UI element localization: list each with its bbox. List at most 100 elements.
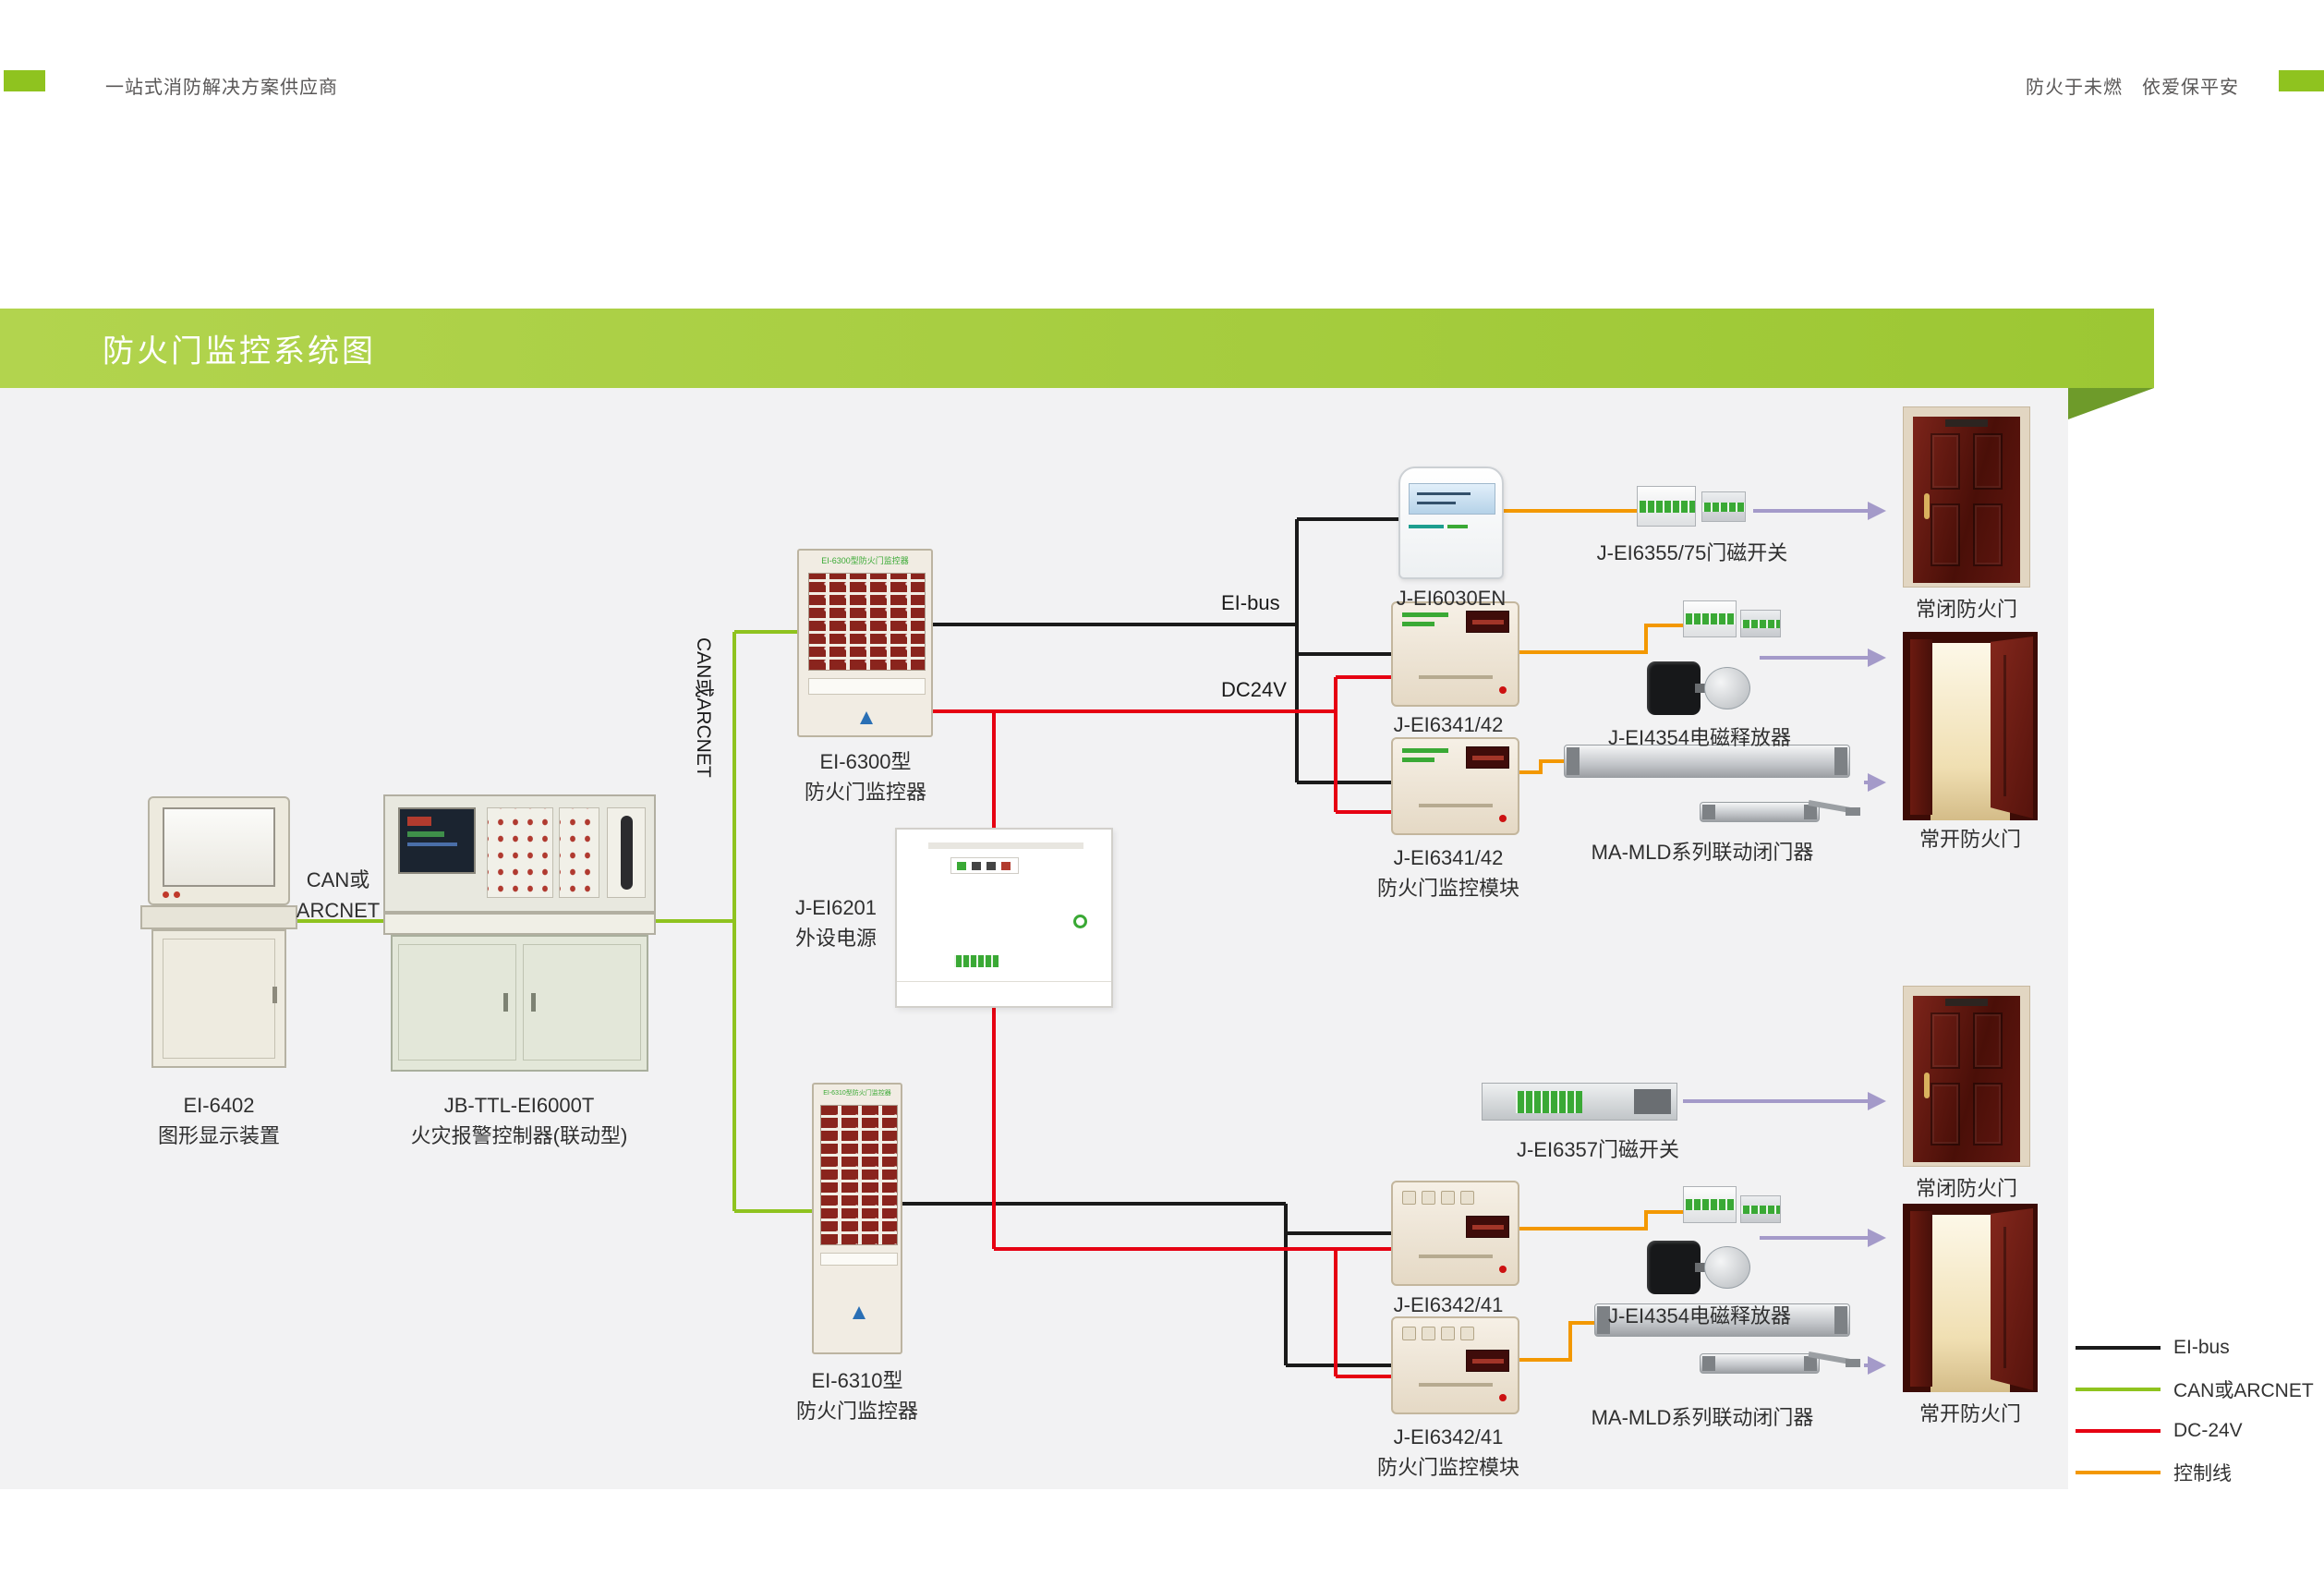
device-desc: 防火门监控器 <box>795 1400 918 1423</box>
legend-label: 控制线 <box>2173 1463 2232 1485</box>
workstation-desk <box>140 905 297 929</box>
release-stem <box>1695 1263 1708 1272</box>
device-desc: 外设电源 <box>794 927 877 950</box>
screen-graphic <box>407 831 444 837</box>
title-banner: 防火门监控系统图 <box>0 309 2154 388</box>
module-display-window <box>1466 746 1509 769</box>
legend-label: DC-24V <box>2173 1420 2243 1441</box>
module-print-text <box>1419 804 1493 807</box>
monitor-button <box>174 891 180 898</box>
closed-fire-door-1 <box>1903 406 2030 588</box>
door-panel <box>1930 1082 1961 1146</box>
can-arcnet-wires <box>294 630 812 1213</box>
header-right-tagline: 防火于未燃 依爱保平安 <box>2026 78 2239 98</box>
door-panel <box>1930 503 1961 566</box>
door-leaf-left <box>1910 1211 1932 1387</box>
label-sw6355: J-EI6355/75门磁开关 <box>1596 541 1788 564</box>
switch-label-stripe <box>1638 501 1695 513</box>
brand-logo-icon <box>1073 915 1087 928</box>
device-model: JB-TTL-EI6000T <box>443 1094 595 1117</box>
legend-row-can-arcnet: CAN或ARCNET <box>2076 1378 2314 1401</box>
door-leaf <box>1913 417 2020 583</box>
device-model: J-EI6201 <box>794 896 878 919</box>
device-model: J-EI6342/41 <box>1393 1425 1504 1449</box>
release-disc <box>1704 667 1750 709</box>
device-model: EI-6300型 <box>819 750 912 773</box>
screen-graphic <box>407 817 431 826</box>
panel-seam <box>897 981 1111 982</box>
door-closer-icon <box>1944 999 1989 1006</box>
status-led <box>957 862 966 870</box>
logo-strip <box>1409 522 1495 531</box>
device-desc: 防火门监控模块 <box>1376 1456 1519 1479</box>
fire-door-monitor-ei6300: EI-6300型防火门监控器 <box>797 549 933 737</box>
switch-body <box>1637 486 1696 527</box>
vent-slot <box>928 842 1083 849</box>
closer-body <box>1700 802 1820 822</box>
door-panel <box>1930 1012 1961 1070</box>
closed-fire-door-2 <box>1903 986 2030 1167</box>
brand-logo-icon <box>860 711 873 724</box>
panel-strip <box>808 678 926 695</box>
page-title: 防火门监控系统图 <box>103 333 376 370</box>
dc24v-wires <box>933 675 1391 1378</box>
label-closer-top: MA-MLD系列联动闭门器 <box>1591 841 1814 864</box>
device-model: EI-6310型 <box>811 1369 903 1392</box>
panel-header-text: EI-6300型防火门监控器 <box>821 556 909 565</box>
display-text-line <box>1417 502 1456 504</box>
ei-bus-wires <box>902 517 1398 1367</box>
label-ei6201: J-EI6201 外设电源 <box>781 892 891 953</box>
switch-magnet <box>1740 1195 1781 1223</box>
switch-label-stripe <box>1516 1091 1582 1113</box>
panel-header-text: EI-6310型防火门监控器 <box>823 1090 891 1097</box>
door-closer-bar <box>1564 745 1850 778</box>
label-rel4354-bottom: J-EI4354电磁释放器 <box>1607 1304 1792 1327</box>
release-magnet-body <box>1647 1241 1701 1294</box>
door-handle <box>1924 1072 1930 1098</box>
switch-body <box>1683 1186 1737 1223</box>
door-closer-with-arm <box>1700 793 1861 835</box>
module-print-text <box>1419 1255 1493 1258</box>
label-ei6300: EI-6300型 防火门监控器 <box>773 746 958 807</box>
graphic-display-workstation <box>140 796 297 1073</box>
legend-label: EI-bus <box>2173 1337 2230 1358</box>
status-led <box>1499 815 1507 822</box>
phone-handset-icon <box>621 816 633 890</box>
workstation-cabinet <box>151 929 286 1068</box>
release-disc <box>1704 1246 1750 1289</box>
door-panel <box>1972 1082 2003 1146</box>
label-can-arcnet: CAN或 ARCNET <box>283 865 393 926</box>
cabinet-handle <box>503 993 508 1012</box>
monitor-module-6342-2 <box>1391 1316 1519 1414</box>
door-panel <box>1972 1012 2003 1070</box>
net-label-line: CAN或 <box>306 868 370 891</box>
peripheral-power-supply <box>895 828 1113 1008</box>
label-rel4354-top: J-EI4354电磁释放器 <box>1607 726 1792 749</box>
module-print-text <box>1419 1383 1493 1387</box>
door-magnet-switch-6357 <box>1482 1083 1677 1121</box>
monitor-module-6341-1 <box>1391 601 1519 707</box>
electromagnetic-release-top <box>1647 660 1758 719</box>
switch-label-stripe <box>1741 620 1780 628</box>
indicator-grid <box>820 1105 898 1245</box>
legend-label: CAN或ARCNET <box>2173 1380 2314 1401</box>
module-label-block <box>1402 612 1448 631</box>
label-dc24v: DC24V <box>1221 678 1287 701</box>
module-label-block <box>1402 748 1448 767</box>
door-monitor-ei6030en <box>1398 467 1504 579</box>
label-sw6357: J-EI6357门磁开关 <box>1516 1138 1680 1161</box>
switch-body <box>1683 600 1737 637</box>
release-stem <box>1695 684 1708 693</box>
console-top-panel <box>383 794 656 913</box>
label-can-arcnet-vertical: CAN或ARCNET <box>693 637 714 778</box>
release-magnet-body <box>1647 661 1701 715</box>
open-fire-door-2 <box>1903 1204 2038 1392</box>
closer-foot <box>1846 807 1860 816</box>
switch-magnet <box>1740 610 1781 637</box>
fire-door-monitor-ei6310: EI-6310型防火门监控器 <box>812 1083 902 1354</box>
control-wires <box>1504 509 1683 1362</box>
door-panel <box>1930 433 1961 491</box>
electromagnetic-release-bottom <box>1647 1239 1758 1298</box>
door-leaf-right <box>1991 1208 2033 1390</box>
